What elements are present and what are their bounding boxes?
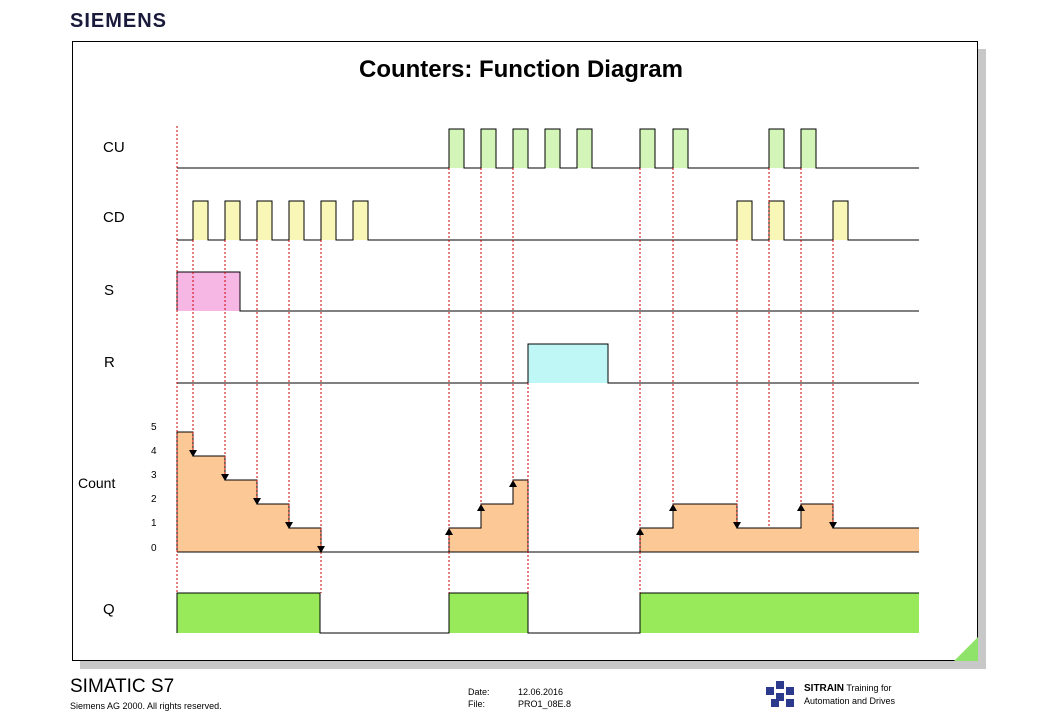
label-r: R <box>104 354 115 371</box>
count-tick-1: 1 <box>151 518 157 529</box>
count-tick-0: 0 <box>151 543 157 554</box>
page-corner-icon <box>954 637 978 661</box>
r-pulse <box>528 344 608 383</box>
count-tick-3: 3 <box>151 470 157 481</box>
diagram-title: Counters: Function Diagram <box>359 56 683 83</box>
timing-markers <box>176 126 834 593</box>
file-label: File: <box>468 699 486 709</box>
product-name: SIMATIC S7 <box>70 676 175 697</box>
sitrain-logo-icon <box>766 681 794 707</box>
count-tick-4: 4 <box>151 446 157 457</box>
training-line-1: Training for <box>846 683 892 693</box>
sitrain-label: SITRAIN <box>804 683 844 694</box>
r-signal-line <box>177 343 919 384</box>
count-tick-2: 2 <box>151 494 157 505</box>
label-cu: CU <box>103 139 125 156</box>
s-pulse <box>177 272 240 311</box>
date-label: Date: <box>468 687 490 697</box>
cd-signal-line <box>177 200 919 241</box>
count-area <box>177 432 919 552</box>
slide-frame <box>72 41 978 661</box>
doc-info: Date: 12.06.2016 File: PRO1_08E.8 <box>468 686 571 710</box>
label-s: S <box>104 282 114 299</box>
count-tick-5: 5 <box>151 422 157 433</box>
q-pulses <box>177 593 919 633</box>
siemens-logo: SIEMENS <box>70 10 168 32</box>
label-q: Q <box>103 601 115 618</box>
cu-signal-line <box>177 128 919 169</box>
count-arrows <box>189 450 837 553</box>
label-cd: CD <box>103 209 125 226</box>
file-value: PRO1_08E.8 <box>518 699 572 709</box>
s-signal-line <box>176 271 919 312</box>
cu-pulses <box>449 129 816 168</box>
copyright: Siemens AG 2000. All rights reserved. <box>70 701 222 711</box>
sitrain-info: SITRAIN Training for Automation and Driv… <box>804 682 895 707</box>
training-line-2: Automation and Drives <box>804 696 896 706</box>
date-value: 12.06.2016 <box>518 687 564 697</box>
label-count: Count <box>78 475 115 491</box>
cd-pulses <box>193 201 848 240</box>
